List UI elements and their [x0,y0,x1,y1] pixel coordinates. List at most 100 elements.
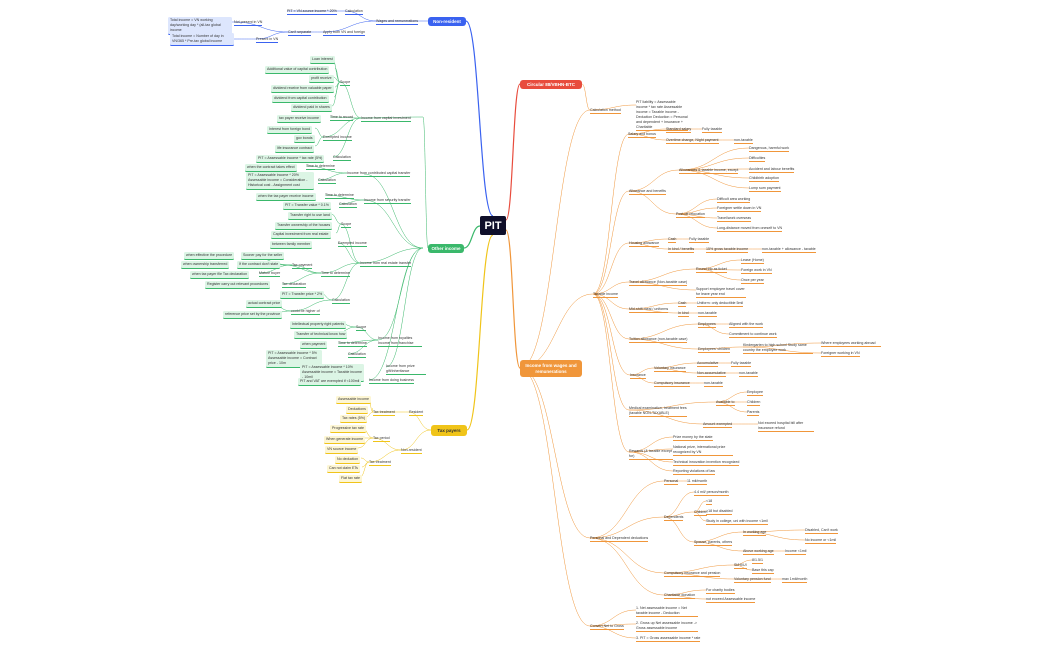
green-node[interactable]: Loan interest [310,56,335,64]
yellow-node[interactable]: Flat tax rate [339,475,362,483]
orange-node[interactable]: Accumulative [697,361,719,367]
green-node[interactable]: Sooner pay for the seller [241,252,285,260]
green-node[interactable]: between family member [270,241,313,249]
orange-node[interactable]: Kindergarten to high school Study same c… [743,343,813,354]
orange-node[interactable]: >18 but disabled [706,509,733,515]
orange-node[interactable]: In kind / benefits [668,247,695,253]
green-node[interactable]: PIT and VAT are exempted if <100mil [298,378,362,386]
orange-node[interactable]: non-taxable + allowance - taxable [762,247,816,253]
orange-node[interactable]: Travel allowance (Non-taxable case) [629,280,688,286]
orange-node[interactable]: Rewards (& taxable except for) [629,449,673,460]
orange-node[interactable]: Calculation method [590,108,621,114]
green-node[interactable]: actual contract price [246,300,283,308]
orange-node[interactable]: Commitment to continue work [729,332,777,338]
green-node[interactable]: Calculation [339,202,357,208]
hub-other-income[interactable]: Other income [428,244,464,253]
green-node[interactable]: when ownership transferred [181,261,230,269]
orange-node[interactable]: 11 mil/month [687,479,708,485]
yellow-node[interactable]: Tax period [373,436,390,442]
green-node[interactable]: Interest from foreign bond [267,126,313,134]
orange-node[interactable]: No income or <1mil [805,538,837,544]
orange-node[interactable]: 1. Net assessable income = Net taxable i… [636,606,698,617]
green-node[interactable]: PIT = Assessable income * tax rate (5%) [256,155,325,163]
orange-node[interactable]: Fully taxable [689,237,710,243]
orange-node[interactable]: Employees [698,322,716,328]
green-node[interactable]: Time to determine [325,193,354,199]
green-node[interactable]: dividend paid in shares [291,104,332,112]
green-node[interactable]: Scope [341,222,352,228]
green-node[interactable]: Exempted income [338,241,367,247]
green-node[interactable]: Exempted income [323,135,352,141]
orange-node[interactable]: Foreign work in VN [741,268,772,274]
orange-node[interactable]: Children [747,400,761,406]
blue-node[interactable]: Present in VN [256,37,279,43]
orange-node[interactable]: Children [694,510,708,516]
green-node[interactable]: when the contract takes effect [245,164,297,172]
orange-node[interactable]: Base this cap [752,568,774,574]
green-node[interactable]: Time to determine [306,164,335,170]
green-node[interactable]: when the tax payer receive income [256,193,316,201]
orange-node[interactable]: Study in college, uni with income <1mil [706,519,768,525]
green-node[interactable]: Income from security transfer [364,198,411,204]
orange-node[interactable]: Accident and labour benefits [749,167,795,173]
yellow-node[interactable]: Tax treatment [369,460,391,466]
orange-node[interactable]: Fully taxable [702,127,723,133]
orange-node[interactable]: Dependents [664,515,684,521]
green-node[interactable]: Income from contributed capital transfer [347,171,411,177]
orange-node[interactable]: Fully taxable [731,361,752,367]
orange-node[interactable]: Tuition allowance (non-taxable case) [629,337,688,343]
orange-node[interactable]: Not exceed hospital bill after insurance… [758,421,814,432]
orange-node[interactable]: 2. Gross up Net assessable income -> Gro… [636,621,698,632]
orange-node[interactable]: Lump sum payment [749,186,781,192]
blue-node[interactable]: Total income = Number of day in VN/365 *… [170,33,234,46]
green-node[interactable]: Tax payment [292,263,313,269]
yellow-node[interactable]: When generate income [324,436,366,444]
green-node[interactable]: life insurance contract [275,145,314,153]
green-node[interactable]: tax payer receive income [277,115,321,123]
orange-node[interactable]: 4.4 mil/ person/month [694,490,729,496]
orange-node[interactable]: Non-accumulative [697,371,726,377]
orange-node[interactable]: Lease (Home) [741,258,764,264]
orange-node[interactable]: Amount exempted [703,422,733,428]
orange-node[interactable]: Overtime change, Night payment [666,138,719,144]
orange-node[interactable]: 3. PIT = Gross assessable income * rate [636,636,701,642]
orange-node[interactable]: Available to [716,400,735,406]
orange-node[interactable]: SI/HI/UI [734,563,747,569]
hub-circular[interactable]: Circular 88/VBHN-BTC [520,80,582,89]
orange-node[interactable]: Cash [678,301,687,307]
orange-node[interactable]: Housing allowance [629,241,660,247]
blue-node[interactable]: Apply both VN and foreign [323,30,365,36]
green-node[interactable]: could be higher of [291,309,320,315]
orange-node[interactable]: Personal [664,479,679,485]
green-node[interactable]: profit receive [309,75,334,83]
orange-node[interactable]: Where employees working abroad [821,341,881,347]
orange-node[interactable]: Compulsory insurance [654,381,690,387]
orange-node[interactable]: Employee [747,390,763,396]
green-node[interactable]: Time to determine [321,271,350,277]
green-node[interactable]: Register carry out relevant procedures [205,281,271,289]
yellow-node[interactable]: Tax rates (5%) [340,415,368,423]
green-node[interactable]: Income from royalties Income from franch… [378,336,422,347]
orange-node[interactable]: Cash [668,237,677,243]
orange-node[interactable]: non-taxable [698,311,717,317]
orange-node[interactable]: Foreigner settle down in VN [717,206,762,212]
green-node[interactable]: when payment [300,341,328,349]
blue-node[interactable]: Can't separate [288,30,312,36]
orange-node[interactable]: Parents [747,410,760,416]
orange-node[interactable]: 8/1.5/1 [752,558,763,564]
green-node[interactable]: Mature buyer [259,271,281,277]
green-node[interactable]: Transfer of technical know how [294,331,348,339]
green-node[interactable]: Additional value of capital contribution [265,66,330,74]
orange-node[interactable]: Aligned with the work [729,322,763,328]
hub-wages[interactable]: Income from wages and remunerations [520,360,582,377]
orange-node[interactable]: Childbirth adoption [749,176,779,182]
yellow-node[interactable]: Non-resident [401,448,422,454]
yellow-node[interactable]: Can not claim ETs [327,465,360,473]
green-node[interactable]: PIT = Assessable income * 5% Assessable … [266,350,322,368]
orange-node[interactable]: Convert Net to Gross [590,624,624,630]
green-node[interactable]: Time to determine [338,341,367,347]
orange-node[interactable]: Disabled, Can't work [805,528,838,534]
orange-node[interactable]: Technical innovation invention recognize… [673,460,740,466]
blue-node[interactable]: Calculation [345,9,363,15]
orange-node[interactable]: Allowance and benefits [629,189,666,195]
